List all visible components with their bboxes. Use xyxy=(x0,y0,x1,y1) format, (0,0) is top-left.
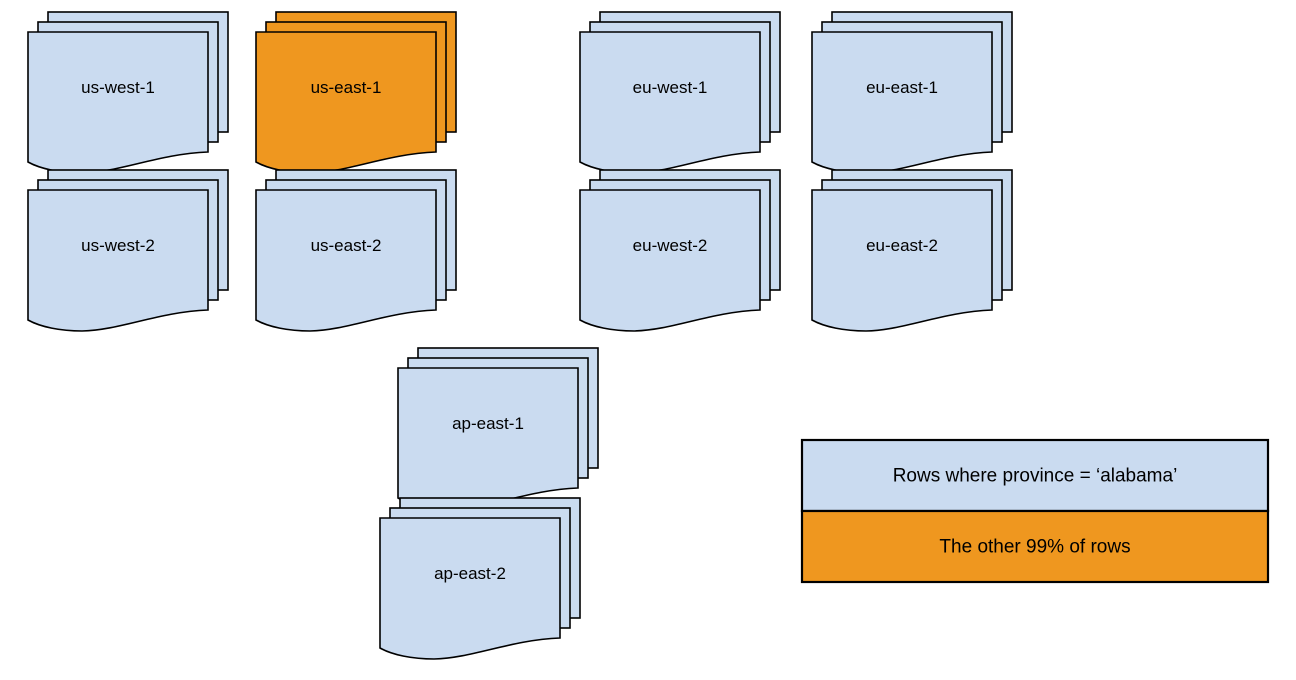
stack-label-us-west-2: us-west-2 xyxy=(81,236,155,255)
stack-label-us-west-1: us-west-1 xyxy=(81,78,155,97)
stack-sheet-front xyxy=(27,31,209,174)
stack-label-us-east-2: us-east-2 xyxy=(311,236,382,255)
stack-sheet-front xyxy=(255,189,437,332)
stack-sheet-front xyxy=(811,189,993,332)
legend-swatch xyxy=(800,438,1270,513)
document-stack-us-east-1[interactable]: us-east-1 xyxy=(255,11,457,174)
stack-label-us-east-1: us-east-1 xyxy=(311,78,382,97)
document-stack-ap-east-1[interactable]: ap-east-1 xyxy=(397,347,599,510)
stack-label-eu-east-1: eu-east-1 xyxy=(866,78,938,97)
stack-sheet-front xyxy=(27,189,209,332)
document-stack-eu-east-1[interactable]: eu-east-1 xyxy=(811,11,1013,174)
stack-sheet-front xyxy=(397,367,579,510)
stack-sheet-front xyxy=(579,189,761,332)
stack-label-ap-east-1: ap-east-1 xyxy=(452,414,524,433)
stack-sheet-front xyxy=(579,31,761,174)
stack-sheet-front xyxy=(255,31,437,174)
document-stack-us-west-2[interactable]: us-west-2 xyxy=(27,169,229,332)
stack-label-eu-east-2: eu-east-2 xyxy=(866,236,938,255)
document-stack-eu-west-2[interactable]: eu-west-2 xyxy=(579,169,781,332)
document-stack-ap-east-2[interactable]: ap-east-2 xyxy=(379,497,581,660)
stack-sheet-front xyxy=(379,517,561,660)
stack-label-eu-west-1: eu-west-1 xyxy=(633,78,708,97)
document-stacks-group: us-west-1 us-east-1 eu-west-1 eu-east-1 us-w… xyxy=(27,11,1013,660)
legend-group: Rows where province = ‘alabama’ The other… xyxy=(800,438,1270,584)
document-stack-eu-west-1[interactable]: eu-west-1 xyxy=(579,11,781,174)
legend-label: Rows where province = ‘alabama’ xyxy=(893,466,1178,487)
stack-label-eu-west-2: eu-west-2 xyxy=(633,236,708,255)
legend-swatch xyxy=(800,509,1270,584)
document-stack-us-east-2[interactable]: us-east-2 xyxy=(255,169,457,332)
legend-row-legend-rows-alabama: Rows where province = ‘alabama’ xyxy=(800,438,1270,513)
stack-label-ap-east-2: ap-east-2 xyxy=(434,564,506,583)
legend-label: The other 99% of rows xyxy=(939,537,1130,558)
document-stack-eu-east-2[interactable]: eu-east-2 xyxy=(811,169,1013,332)
legend-row-legend-other-rows: The other 99% of rows xyxy=(800,509,1270,584)
stack-sheet-front xyxy=(811,31,993,174)
document-stack-us-west-1[interactable]: us-west-1 xyxy=(27,11,229,174)
